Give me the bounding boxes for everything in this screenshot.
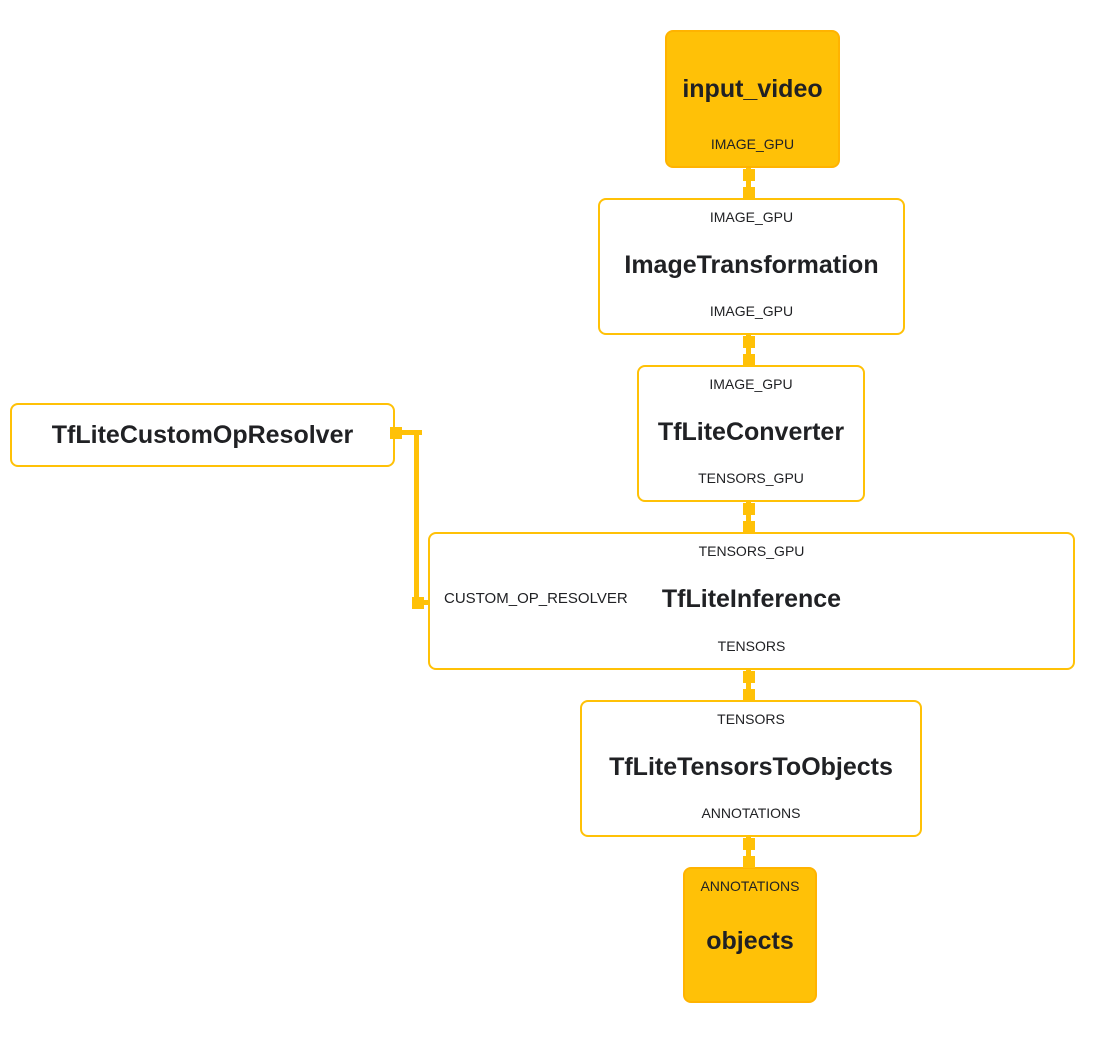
input-port-square	[743, 521, 755, 533]
output-port-label: TENSORS_GPU	[698, 470, 804, 487]
edge-tfliteconverter-to-tfliteinference	[746, 500, 751, 534]
node-title: TfLiteConverter	[657, 417, 845, 446]
node-tflite-converter[interactable]: IMAGE_GPU TfLiteConverter TENSORS_GPU	[637, 365, 865, 502]
output-port-label: IMAGE_GPU	[709, 303, 794, 320]
node-objects[interactable]: ANNOTATIONS objects	[683, 867, 817, 1003]
output-port-square	[743, 671, 755, 683]
edge-tflitetensorstoobjects-to-objects	[746, 835, 751, 869]
edge-input-video-to-imagetransformation	[746, 166, 751, 200]
output-port-square	[743, 503, 755, 515]
node-input-video[interactable]: input_video IMAGE_GPU	[665, 30, 840, 168]
edge-resolver-horizontal-segment	[396, 430, 422, 435]
edge-tfliteinference-to-tflitetensorstoobjects	[746, 668, 751, 702]
input-port-square	[743, 689, 755, 701]
input-port-label: IMAGE_GPU	[709, 376, 793, 392]
output-port-square	[743, 838, 755, 850]
node-tflite-inference[interactable]: TENSORS_GPU CUSTOM_OP_RESOLVER TfLiteInf…	[428, 532, 1075, 670]
node-tflite-tensors-to-objects[interactable]: TENSORS TfLiteTensorsToObjects ANNOTATIO…	[580, 700, 922, 837]
output-port-label: TENSORS	[717, 638, 786, 655]
output-port-square	[390, 427, 402, 439]
edge-resolver-vertical-segment	[414, 430, 419, 606]
input-port-square	[743, 856, 755, 868]
input-port-label: TENSORS_GPU	[698, 543, 805, 559]
output-port-label: IMAGE_GPU	[710, 136, 795, 153]
node-title: TfLiteTensorsToObjects	[609, 752, 893, 781]
node-image-transformation[interactable]: IMAGE_GPU ImageTransformation IMAGE_GPU	[598, 198, 905, 335]
input-port-label: IMAGE_GPU	[709, 209, 794, 225]
input-port-label: TENSORS	[717, 711, 785, 727]
input-port-label: ANNOTATIONS	[700, 878, 800, 894]
node-title: TfLiteInference	[661, 585, 842, 613]
node-title: input_video	[682, 74, 823, 103]
output-port-square	[743, 169, 755, 181]
node-title: ImageTransformation	[624, 250, 879, 279]
node-title: TfLiteCustomOpResolver	[51, 421, 354, 449]
input-port-square	[412, 597, 424, 609]
output-port-square	[743, 336, 755, 348]
input-port-square	[743, 354, 755, 366]
edge-imagetransformation-to-tfliteconverter	[746, 333, 751, 367]
input-port-square	[743, 187, 755, 199]
node-middle-row: CUSTOM_OP_RESOLVER TfLiteInference	[438, 560, 1065, 638]
output-port-label: ANNOTATIONS	[701, 805, 801, 822]
side-input-port-label: CUSTOM_OP_RESOLVER	[444, 590, 628, 607]
node-title: objects	[706, 927, 794, 956]
node-tflite-custom-op-resolver[interactable]: TfLiteCustomOpResolver	[10, 403, 395, 467]
